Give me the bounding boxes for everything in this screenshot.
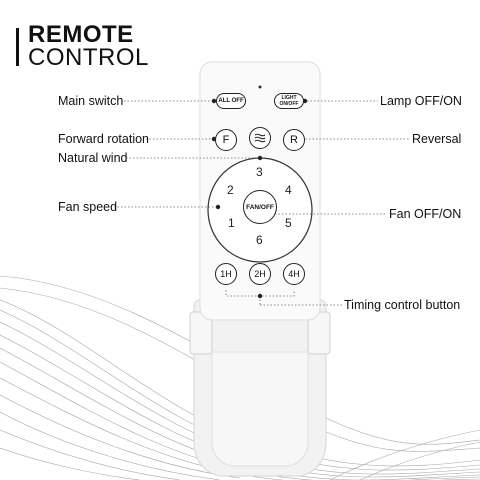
- callout-forward: Forward rotation: [58, 132, 150, 146]
- natural-wind-button[interactable]: [249, 127, 271, 149]
- wind-icon: [254, 133, 266, 143]
- light-toggle-button[interactable]: LIGHT ON/OFF: [274, 93, 304, 109]
- callout-fan-off-on: Fan OFF/ON: [389, 207, 462, 221]
- title-line-2: CONTROL: [28, 44, 149, 71]
- reverse-button[interactable]: R: [283, 129, 305, 151]
- forward-button[interactable]: F: [215, 129, 237, 151]
- fan-off-button[interactable]: FAN/OFF: [243, 190, 277, 224]
- speed-3[interactable]: 3: [256, 165, 263, 179]
- speed-4[interactable]: 4: [285, 183, 292, 197]
- all-off-button[interactable]: ALL OFF: [216, 93, 246, 109]
- callout-lamp: Lamp OFF/ON: [380, 94, 462, 108]
- speed-2[interactable]: 2: [227, 183, 234, 197]
- callout-fan-speed: Fan speed: [58, 200, 118, 214]
- speed-6[interactable]: 6: [256, 233, 263, 247]
- led-indicator-icon: [258, 85, 262, 89]
- speed-1[interactable]: 1: [228, 216, 235, 230]
- callout-main-switch: Main switch: [58, 94, 124, 108]
- title-line-1: REMOTE: [28, 21, 134, 48]
- callout-natural-wind: Natural wind: [58, 151, 128, 165]
- speed-5[interactable]: 5: [285, 216, 292, 230]
- timer-1h-button[interactable]: 1H: [215, 263, 237, 285]
- callout-timing: Timing control button: [344, 298, 461, 312]
- timer-2h-button[interactable]: 2H: [249, 263, 271, 285]
- callout-reversal: Reversal: [412, 132, 462, 146]
- light-button-label-2: ON/OFF: [279, 101, 299, 107]
- light-button-label-1: LIGHT: [281, 95, 297, 101]
- timer-4h-button[interactable]: 4H: [283, 263, 305, 285]
- title-accent-bar: [16, 28, 19, 66]
